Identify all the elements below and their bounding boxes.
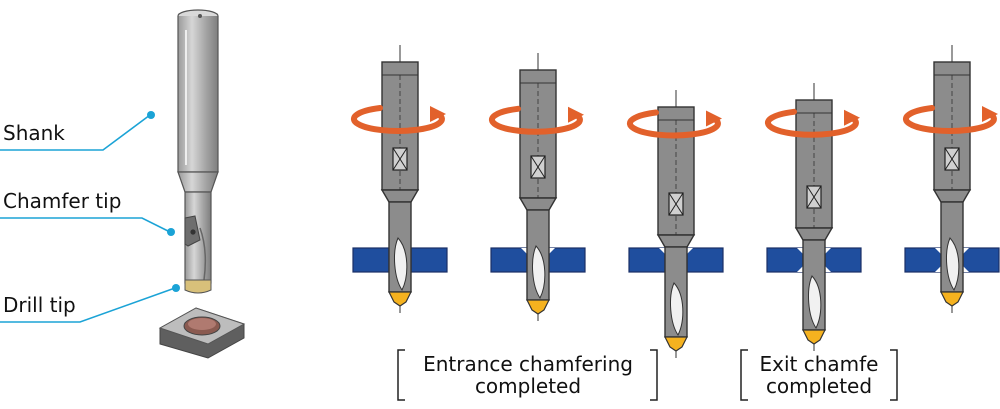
exit-chamfer-left xyxy=(797,266,803,272)
workpiece-right xyxy=(410,247,448,273)
workpiece-left xyxy=(352,247,390,273)
rotation-arrow-icon xyxy=(350,105,445,134)
entrance-caption: Entrance chamfering completed xyxy=(408,353,648,397)
tool-illustration xyxy=(158,9,246,359)
insert-icon xyxy=(158,307,246,359)
flute xyxy=(532,245,546,299)
entrance-chamfer-right xyxy=(963,248,969,254)
rotation-arrowhead-icon xyxy=(706,110,722,127)
drill-tip-leader xyxy=(0,287,176,323)
taper xyxy=(794,227,834,241)
entrance-chamfer-right xyxy=(687,248,693,254)
tool xyxy=(794,83,834,351)
rotation-arrow-icon xyxy=(902,105,997,134)
rotation-arrowhead-icon xyxy=(430,106,446,122)
workpiece-right xyxy=(962,247,1000,273)
entrance-chamfer-left xyxy=(521,248,527,254)
process-stages xyxy=(350,45,1000,358)
workpiece-right xyxy=(686,247,724,273)
workpiece-right xyxy=(824,247,862,273)
entrance-chamfer-left xyxy=(659,248,665,254)
workpiece-left xyxy=(490,247,528,273)
workpiece-right xyxy=(548,247,586,273)
entrance-chamfer-left xyxy=(797,248,803,254)
taper xyxy=(518,197,558,211)
chamfer-tip-label: Chamfer tip xyxy=(3,189,122,213)
workpiece-left xyxy=(904,247,942,273)
process-stage-5 xyxy=(902,45,1000,313)
flute xyxy=(808,275,822,329)
exit-chamfer-left xyxy=(935,266,941,272)
tool xyxy=(518,53,558,321)
workpiece-left xyxy=(628,247,666,273)
drill-tip-icon xyxy=(664,336,688,352)
caption-brackets xyxy=(397,349,898,401)
process-stage-4 xyxy=(764,83,862,351)
entrance-caption-line2: completed xyxy=(474,374,582,398)
rotation-arrow-icon xyxy=(488,105,583,135)
process-stage-3 xyxy=(626,90,724,358)
tool xyxy=(932,45,972,313)
exit-chamfer-right xyxy=(825,266,831,272)
rotation-arrowhead-icon xyxy=(844,109,860,126)
entrance-chamfer-right xyxy=(825,248,831,254)
taper xyxy=(932,189,972,203)
drill-tip-icon xyxy=(802,329,826,345)
taper xyxy=(380,189,420,203)
taper xyxy=(656,234,696,248)
drill-tip-icon xyxy=(940,291,964,307)
rotation-arrowhead-icon xyxy=(982,106,998,122)
rotation-arrowhead-icon xyxy=(568,106,584,123)
entrance-chamfer-left xyxy=(935,248,941,254)
exit-caption-line2: completed xyxy=(765,374,873,398)
process-stage-2 xyxy=(488,53,586,321)
flute xyxy=(394,237,408,291)
chamfer-tip-leader xyxy=(0,217,171,233)
rotation-arrow-icon xyxy=(626,109,721,139)
drill-tip-icon xyxy=(526,299,550,315)
tool xyxy=(380,45,420,313)
shank-label: Shank xyxy=(3,121,65,145)
shank-leader xyxy=(0,114,151,151)
rotation-arrow-icon xyxy=(764,108,859,138)
entrance-chamfer-right xyxy=(549,248,555,254)
exit-caption: Exit chamfe completed xyxy=(699,353,939,397)
drill-tip-insert-icon xyxy=(184,279,212,294)
drill-tip-label: Drill tip xyxy=(3,293,76,317)
drill-tip-icon xyxy=(388,291,412,307)
shank-taper xyxy=(177,171,219,193)
workpiece-left xyxy=(766,247,804,273)
process-stage-1 xyxy=(350,45,448,313)
flute xyxy=(670,282,684,336)
exit-caption-line1: Exit chamfe xyxy=(759,352,879,376)
shank-body xyxy=(177,16,219,173)
flute xyxy=(946,237,960,291)
exit-chamfer-right xyxy=(963,266,969,272)
leader-lines xyxy=(0,111,180,323)
entrance-caption-line1: Entrance chamfering xyxy=(423,352,633,376)
tool xyxy=(656,90,696,358)
